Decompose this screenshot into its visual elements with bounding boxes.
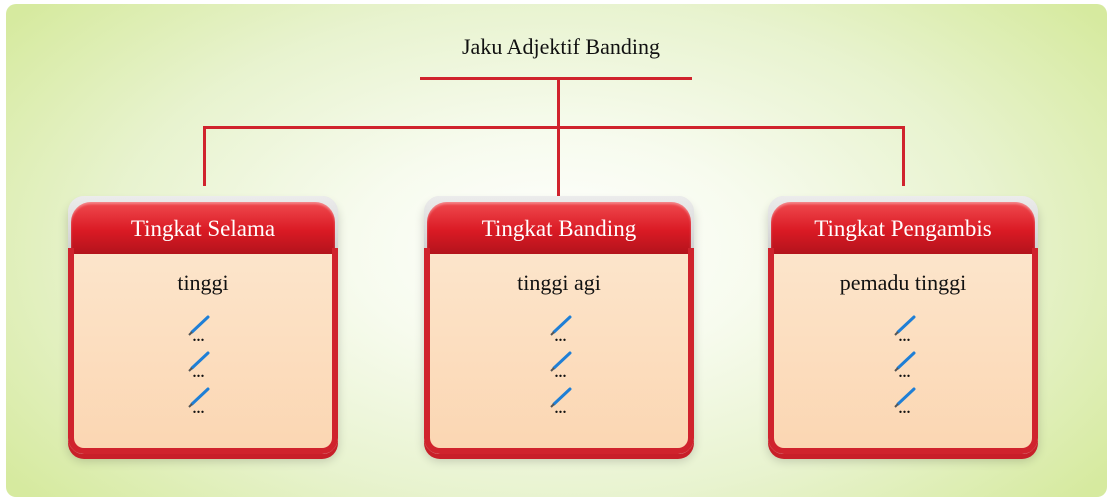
blank-dots: ... [898,360,911,382]
pen-icon [550,315,572,336]
blank-dots: ... [192,360,205,382]
example-word: tinggi [177,270,229,295]
pen-icon [188,315,210,336]
box-label: Tingkat Pengambis [814,216,992,241]
connector-horizontal [203,126,905,129]
connector-left [203,126,206,186]
blank-line: ... [548,386,588,418]
box-tingkat-banding: Tingkat Banding tinggi agi ... ... ... [424,196,694,454]
blank-line: ... [548,314,588,346]
blank-line: ... [892,314,932,346]
box-tingkat-pengambis: Tingkat Pengambis pemadu tinggi ... ... … [768,196,1038,454]
box-frame [68,248,338,454]
box-label: Tingkat Selama [130,216,276,241]
blank-line: ... [548,350,588,382]
blank-dots: ... [554,324,567,346]
box-label-tab: Tingkat Pengambis [771,202,1035,254]
blank-line: ... [892,386,932,418]
blank-dots: ... [192,396,205,418]
pen-icon [894,387,916,408]
pen-icon [894,315,916,336]
blank-dots: ... [554,396,567,418]
example-word: pemadu tinggi [839,270,967,295]
example-word: tinggi agi [517,270,601,295]
box-frame [424,248,694,454]
box-label: Tingkat Banding [481,216,637,241]
blank-line: ... [892,350,932,382]
box-tingkat-selama: Tingkat Selama tinggi ... ... ... [68,196,338,454]
connector-right [902,126,905,186]
pen-icon [550,351,572,372]
pen-icon [188,351,210,372]
box-label-tab: Tingkat Banding [427,202,691,254]
blank-dots: ... [898,324,911,346]
blank-dots: ... [554,360,567,382]
pen-icon [894,351,916,372]
blank-dots: ... [192,324,205,346]
pen-icon [188,387,210,408]
diagram-title: Jaku Adjektif Banding [462,34,660,59]
pen-icon [550,387,572,408]
title-underline [420,77,692,80]
blank-line: ... [186,386,226,418]
connector-trunk [557,79,560,196]
blank-dots: ... [898,396,911,418]
box-label-tab: Tingkat Selama [71,202,335,254]
box-frame [768,248,1038,454]
blank-line: ... [186,314,226,346]
blank-line: ... [186,350,226,382]
